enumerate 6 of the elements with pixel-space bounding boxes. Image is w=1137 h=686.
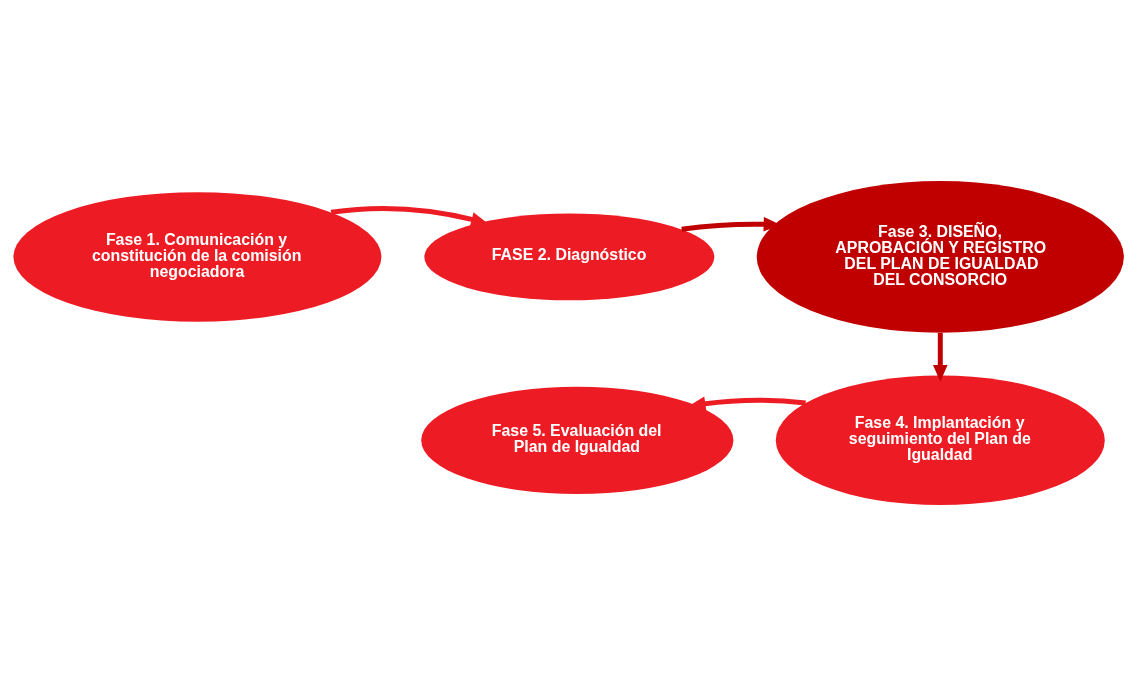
node-ellipse: Fase 5. Evaluación del Plan de Igualdad xyxy=(421,386,734,494)
arrow xyxy=(330,205,488,227)
arrow xyxy=(933,333,948,382)
node-ellipse: Fase 3. DISEÑO, APROBACIÓN Y REGISTRO DEL PLAN DE IGUALDAD DEL CONSORCIO xyxy=(756,181,1124,333)
node-ellipse: Fase 4. Implantación y seguimiento del Plan de Igualdad xyxy=(775,375,1105,506)
node-ellipse: Fase 1. Comunicación y constitución de la comisión negociadora xyxy=(13,192,382,322)
